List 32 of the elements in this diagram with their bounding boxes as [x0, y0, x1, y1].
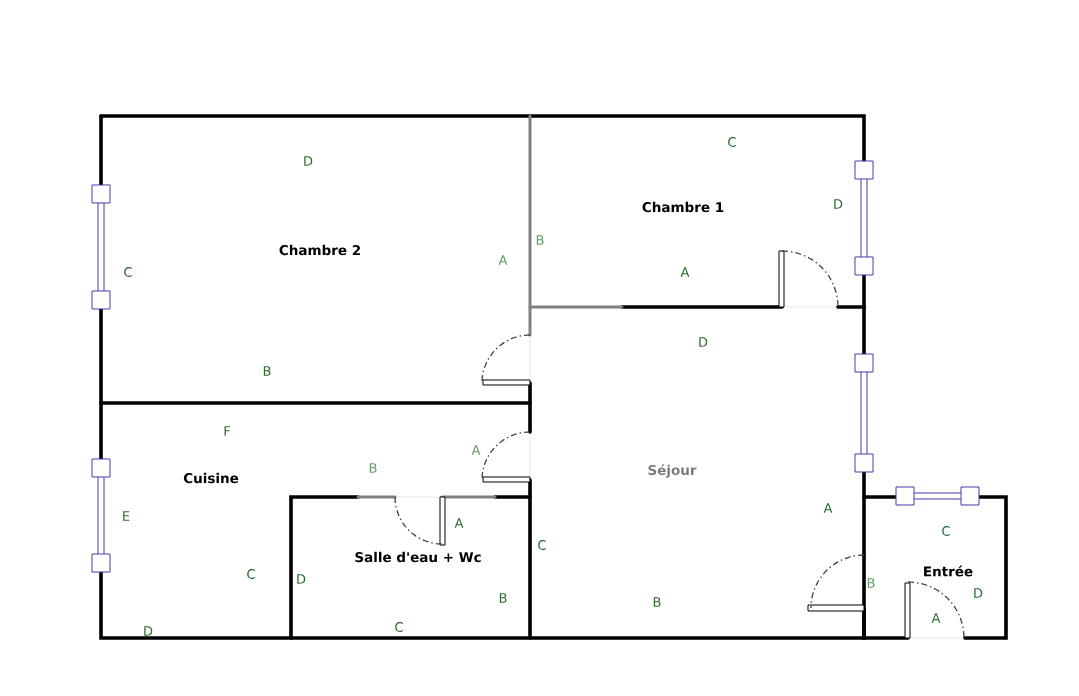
room-name: Salle d'eau + Wc [355, 551, 481, 563]
wall-letter: D [304, 156, 313, 166]
wall-letter: A [454, 518, 464, 528]
wall-letter: A [823, 503, 833, 513]
wall-letter: C [728, 137, 736, 147]
wall-letter: D [834, 199, 843, 209]
wall-letter: B [263, 366, 271, 376]
wall-letter: C [247, 569, 255, 579]
room-name: Cuisine [183, 472, 239, 484]
room-name: Séjour [648, 464, 697, 478]
wall-letter: A [498, 255, 508, 265]
wall-letter: D [297, 574, 306, 584]
wall-letter: A [931, 613, 941, 623]
wall-letter: C [942, 526, 950, 536]
wall-letter: B [499, 593, 507, 603]
wall-letter: E [123, 511, 130, 521]
wall-letter: D [144, 626, 153, 636]
wall-letter: B [369, 463, 377, 473]
wall-letter: B [653, 597, 661, 607]
room-name: Chambre 2 [279, 244, 360, 256]
wall-letter: C [395, 622, 403, 632]
room-name: Chambre 1 [642, 201, 724, 213]
wall-letter: D [699, 337, 708, 347]
wall-letter: D [974, 588, 983, 598]
wall-letter: B [536, 235, 544, 245]
wall-letter: C [538, 540, 546, 550]
wall-letter: B [867, 578, 875, 588]
wall-letter: C [124, 267, 132, 277]
room-name: Entrée [924, 565, 973, 577]
wall-letter: A [471, 445, 481, 455]
wall-letter: F [224, 426, 230, 436]
wall-letter: A [680, 267, 690, 277]
